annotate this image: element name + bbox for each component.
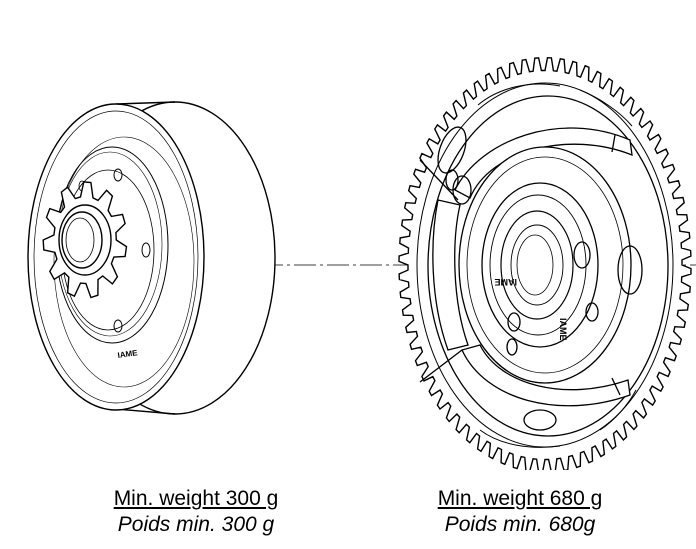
caption-clutch-french: Poids min. 680g [444,513,596,536]
caption-drum: Min. weight 300 g Poids min. 300 g [96,486,296,538]
technical-drawing: IAME [27,56,696,470]
clutch-marking: IAME [495,277,518,287]
caption-drum-french: Poids min. 300 g [117,513,275,536]
drum-marking: IAME [117,348,139,360]
sprocket [42,181,128,299]
clutch-marking-secondary: IAME [558,318,568,341]
caption-drum-english: Min. weight 300 g [113,487,279,510]
caption-clutch: Min. weight 680 g Poids min. 680g [415,486,625,538]
clutch-body [419,83,669,448]
caption-clutch-english: Min. weight 680 g [437,487,603,510]
